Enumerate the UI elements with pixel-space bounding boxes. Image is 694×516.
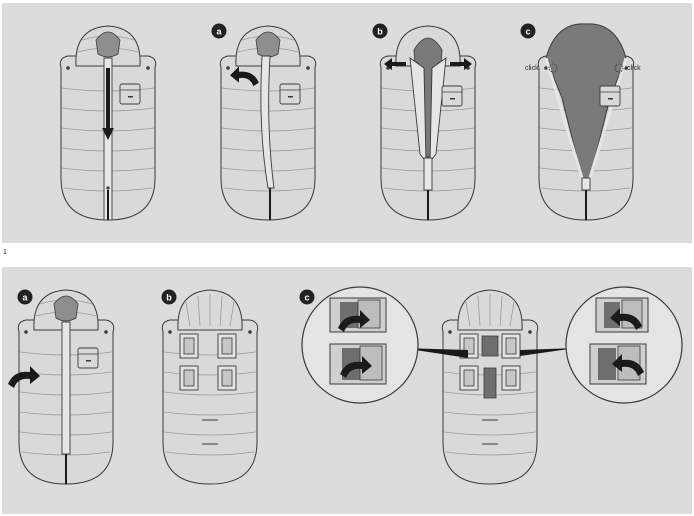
badge-a-top: a xyxy=(211,23,227,39)
bottom-step-c-bag xyxy=(441,289,539,485)
badge-b-top: b xyxy=(372,23,388,39)
svg-text:b: b xyxy=(166,293,172,303)
badge-b-bottom: b xyxy=(161,289,177,305)
badge-a-bottom: a xyxy=(17,289,33,305)
svg-text:c: c xyxy=(304,293,309,303)
svg-text:b: b xyxy=(377,27,383,37)
top-step-a xyxy=(219,25,317,221)
bottom-step-a xyxy=(8,289,115,485)
zoom-detail-left xyxy=(301,286,419,404)
right-arrow-icon xyxy=(450,58,472,70)
click-label-left: click xyxy=(525,65,539,72)
badge-c-top: c xyxy=(520,23,536,39)
curved-arrow-icon xyxy=(230,66,259,87)
svg-text:a: a xyxy=(22,293,28,303)
zoom-detail-right xyxy=(565,286,683,404)
svg-text:a: a xyxy=(216,27,222,37)
top-step-b xyxy=(379,25,477,221)
left-arrow-icon xyxy=(384,58,406,70)
top-step-c xyxy=(537,23,635,221)
svg-text:c: c xyxy=(525,27,530,37)
figure-number: 1 xyxy=(3,249,7,256)
down-arrow-icon xyxy=(102,68,114,140)
zoom-connector-left xyxy=(402,348,468,358)
bottom-step-b xyxy=(161,289,259,485)
badge-c-bottom: c xyxy=(299,289,315,305)
zoom-connector-right xyxy=(520,348,576,356)
click-label-right: click xyxy=(627,65,641,72)
top-step-close-zipper xyxy=(59,25,157,221)
